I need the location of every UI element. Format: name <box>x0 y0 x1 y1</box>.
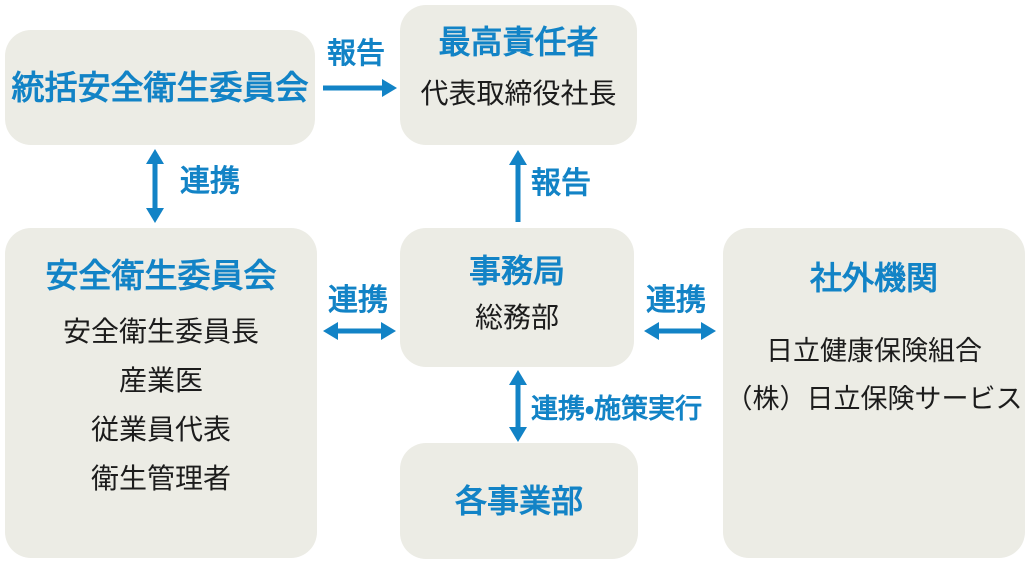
arrow-head <box>323 322 338 340</box>
arrow-head <box>644 322 659 340</box>
arrow-head <box>509 427 527 442</box>
arrow-head <box>509 370 527 385</box>
member-item: （株）日立保険サービス <box>725 384 1023 414</box>
edge-label-report-top: 報告 <box>327 38 386 70</box>
node-title: 各事業部 <box>454 483 583 519</box>
member-item: 日立健康保険組合 <box>766 336 982 366</box>
arrow-cooperation-horizontal-left-icon <box>323 322 396 340</box>
arrow-head <box>146 208 164 223</box>
arrow-report-up-icon <box>509 150 527 222</box>
arrow-head <box>701 322 716 340</box>
node-safety-health-committee: 安全衛生委員会 安全衛生委員長 産業医 従業員代表 衛生管理者 <box>5 228 317 558</box>
node-subtitle: 代表取締役社長 <box>420 78 617 109</box>
arrow-report-right-icon <box>323 79 397 97</box>
arrow-head <box>509 150 527 165</box>
node-title: 最高責任者 <box>438 24 599 60</box>
node-title: 安全衛生委員会 <box>45 257 277 294</box>
edge-label-cooperation-left: 連携 <box>180 165 240 198</box>
node-subtitle: 総務部 <box>474 302 559 333</box>
edge-label-cooperation-middle-right: 連携 <box>646 284 706 317</box>
node-business-divisions: 各事業部 <box>400 443 638 559</box>
member-item: 従業員代表 <box>90 414 231 445</box>
edge-label-cooperation-middle-left: 連携 <box>328 284 388 317</box>
node-title: 社外機関 <box>809 260 938 296</box>
arrow-cooperation-vertical-left-icon <box>146 149 164 223</box>
member-item: 産業医 <box>118 365 203 396</box>
edge-label-report-middle: 報告 <box>531 167 591 200</box>
node-chief-executive: 最高責任者 代表取締役社長 <box>400 5 637 145</box>
node-general-safety-health-committee: 統括安全衛生委員会 <box>5 30 315 145</box>
node-external-organizations: 社外機関 日立健康保険組合 （株）日立保険サービス <box>723 228 1025 558</box>
node-secretariat: 事務局 総務部 <box>400 228 634 367</box>
node-title: 統括安全衛生委員会 <box>11 68 309 106</box>
arrow-cooperation-implementation-icon <box>509 370 527 442</box>
arrow-head <box>146 149 164 164</box>
arrow-head <box>382 79 397 97</box>
arrow-head <box>381 322 396 340</box>
member-item: 衛生管理者 <box>90 463 231 494</box>
arrow-cooperation-horizontal-right-icon <box>644 322 716 340</box>
edge-label-cooperation-implementation: 連携・施策実行 <box>531 394 703 424</box>
member-item: 安全衛生委員長 <box>62 316 259 347</box>
node-title: 事務局 <box>468 253 565 289</box>
